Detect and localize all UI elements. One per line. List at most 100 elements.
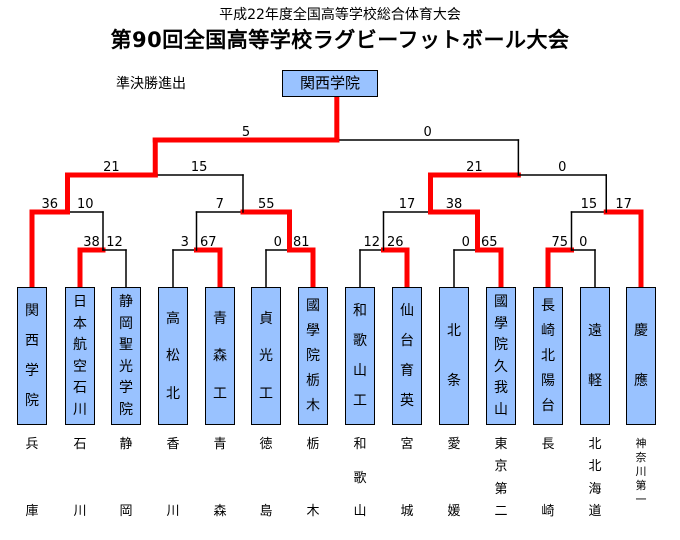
prefecture-char: 北 [588,437,602,452]
team-prefecture: 愛媛 [439,438,469,518]
match-score: 67 [199,235,217,250]
team-prefecture: 東京第二 [486,438,516,518]
team-name-char: 久 [494,358,508,375]
team-box: 日本航空石川 [65,287,95,425]
team-name-char: 院 [306,348,320,364]
prefecture-char: 愛 [447,437,461,452]
team-box: 和歌山工 [345,287,375,425]
team-box: 國學院久我山 [486,287,516,425]
team-name-char: 学 [25,363,39,379]
prefecture-char: 崎 [541,504,555,519]
prefecture-char: 森 [213,504,227,519]
match-score: 75 [551,235,569,250]
prefecture-char: 第 [635,479,647,492]
prefecture-char: 海 [588,481,602,497]
tournament-subtitle: 平成22年度全国高等学校総合体育大会 [219,7,461,23]
prefecture-char: 庫 [25,504,39,519]
team-name-char: 貞 [259,310,273,327]
match-score: 81 [292,235,310,250]
prefecture-char: 京 [494,459,508,475]
match-score: 0 [579,235,588,250]
prefecture-char: 媛 [447,504,461,519]
team-name-char: 石 [73,380,87,397]
team-name-char: 高 [166,310,180,327]
team-name-char: 遠 [588,323,602,339]
match-score: 15 [580,197,598,212]
team-name-char: 青 [213,310,227,327]
team-name-char: 松 [166,348,180,364]
team-box: 慶應 [626,287,656,425]
match-score: 21 [103,160,120,175]
team-name-char: 歌 [353,333,367,349]
team-prefecture: 神奈川第一 [626,438,656,518]
team-name-char: 航 [73,337,87,354]
team-name-char: 木 [306,398,320,414]
prefecture-char: 和 [353,437,367,452]
team-name-char: 学 [119,380,133,397]
prefecture-char: 歌 [353,470,367,486]
prefecture-char: 栃 [306,437,320,452]
prefecture-char: 川 [635,465,647,478]
team-prefecture: 徳島 [251,438,281,518]
prefecture-char: 宮 [400,437,414,452]
match-score: 0 [273,235,282,250]
prefecture-char: 島 [259,504,273,519]
team-prefecture: 石川 [65,438,95,518]
team-name-char: 栃 [306,373,320,389]
prefecture-char: 二 [494,503,508,519]
prefecture-char: 青 [213,437,227,452]
team-box: 静岡聖光学院 [111,287,141,425]
team-prefecture: 長崎 [533,438,563,518]
prefecture-char: 神 [635,437,647,450]
prefecture-char: 木 [306,504,320,519]
team-prefecture: 静岡 [111,438,141,518]
prefecture-char: 川 [166,504,180,519]
match-score: 55 [257,197,275,212]
match-score: 36 [41,197,59,212]
prefecture-char: 城 [400,504,414,519]
team-name-char: 山 [353,363,367,379]
match-score: 38 [83,235,100,250]
team-name-char: 西 [25,333,39,349]
prefecture-char: 川 [73,504,87,519]
team-name-char: 川 [73,401,87,418]
team-prefecture: 和歌山 [345,438,375,518]
team-name-char: 条 [447,373,461,389]
team-name-char: 軽 [588,373,602,389]
match-score: 0 [461,235,470,250]
match-score: 21 [466,160,483,175]
match-score: 17 [398,197,416,212]
team-name-char: 光 [259,348,273,364]
team-box: 國學院栃木 [298,287,328,425]
match-score: 3 [180,235,189,250]
match-score: 5 [241,125,251,140]
team-box: 北条 [439,287,469,425]
team-name-char: 學 [494,315,508,332]
team-prefecture: 香川 [158,438,188,518]
team-box: 仙台育英 [392,287,422,425]
team-box: 青森工 [205,287,235,425]
team-name-char: 台 [400,333,414,349]
team-name-char: 長 [541,298,555,314]
team-name-char: 崎 [541,323,555,339]
prefecture-char: 第 [494,481,508,497]
team-name-char: 関 [25,303,39,319]
team-name-char: 本 [73,315,87,332]
team-name-char: 學 [306,323,320,339]
match-score: 38 [445,197,463,212]
team-name-char: 工 [259,385,273,402]
prefecture-char: 石 [73,437,87,452]
team-name-char: 陽 [541,373,555,389]
prefecture-char: 北 [588,459,602,475]
team-name-char: 工 [353,393,367,409]
match-score: 15 [190,160,208,175]
prefecture-char: 山 [353,504,367,519]
team-prefecture: 宮城 [392,438,422,518]
prefecture-char: 奈 [635,451,647,464]
team-name-char: 和 [353,303,367,319]
team-name-char: 森 [213,348,227,364]
team-name-char: 慶 [634,323,648,339]
match-score: 0 [558,160,567,175]
team-name-char: 台 [541,398,555,414]
